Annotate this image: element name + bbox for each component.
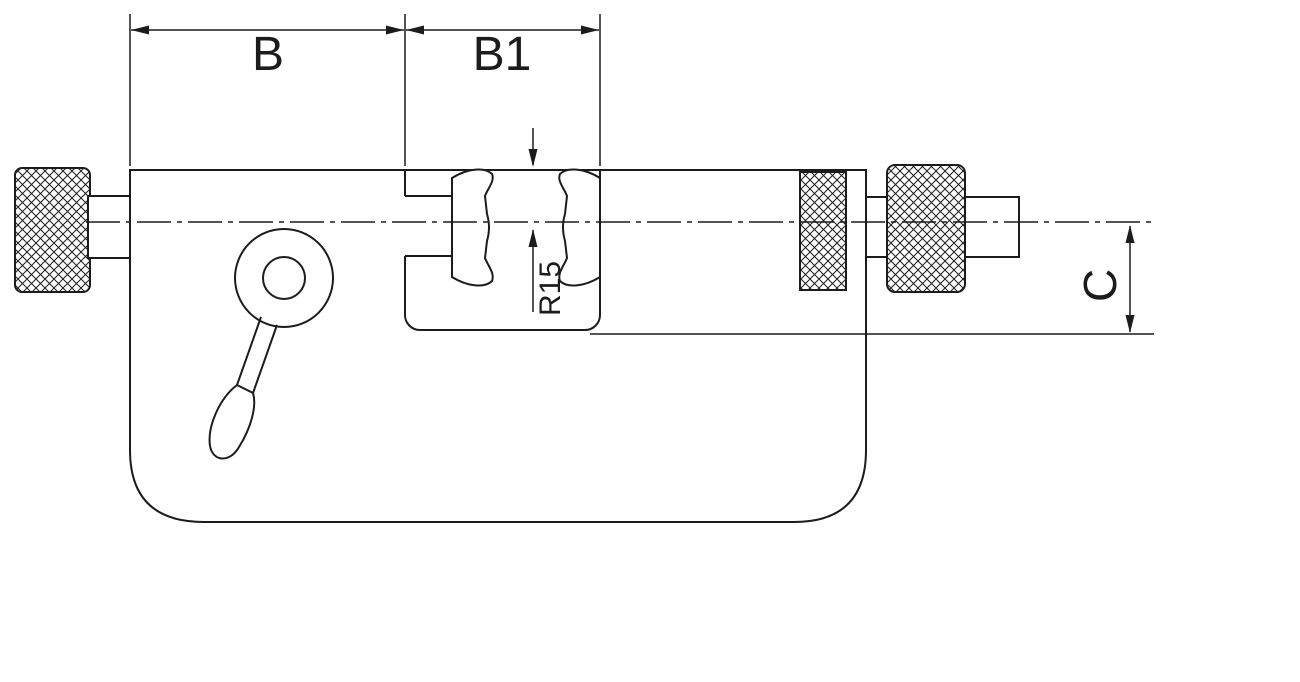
arrow-b1-left: [406, 25, 424, 35]
frame-outline: [129, 169, 867, 523]
anvil-disc-left: [451, 168, 494, 287]
arrow-b-right: [386, 25, 404, 35]
arrow-b1-right: [581, 25, 599, 35]
dim-label-r15: R15: [534, 261, 567, 316]
lock-lever-neck: [236, 316, 278, 394]
arrow-c-top: [1125, 225, 1135, 243]
tip-arrow-bottom: [528, 229, 538, 247]
part-geometry: [14, 164, 1020, 523]
lock-lever-grip: [208, 383, 256, 460]
dim-label-b: B: [252, 28, 284, 81]
arrow-b-left: [131, 25, 149, 35]
dim-label-b1: B1: [473, 28, 532, 81]
knurled-sleeve-strip: [799, 171, 847, 291]
dim-label-c: C: [1074, 269, 1126, 302]
right-knurled-knob: [886, 164, 966, 293]
dimensions: [129, 14, 1154, 335]
left-anvil-shaft-outer: [87, 195, 133, 259]
spindle-end-stub: [964, 196, 1020, 258]
lock-boss-inner: [262, 256, 306, 300]
spindle-disc-right: [558, 168, 601, 287]
arrow-c-bottom: [1125, 315, 1135, 333]
spindle-segment: [865, 196, 888, 258]
tip-arrow-top: [528, 149, 538, 167]
left-anvil-shaft-inner: [405, 195, 452, 257]
left-knurled-knob: [14, 167, 91, 293]
